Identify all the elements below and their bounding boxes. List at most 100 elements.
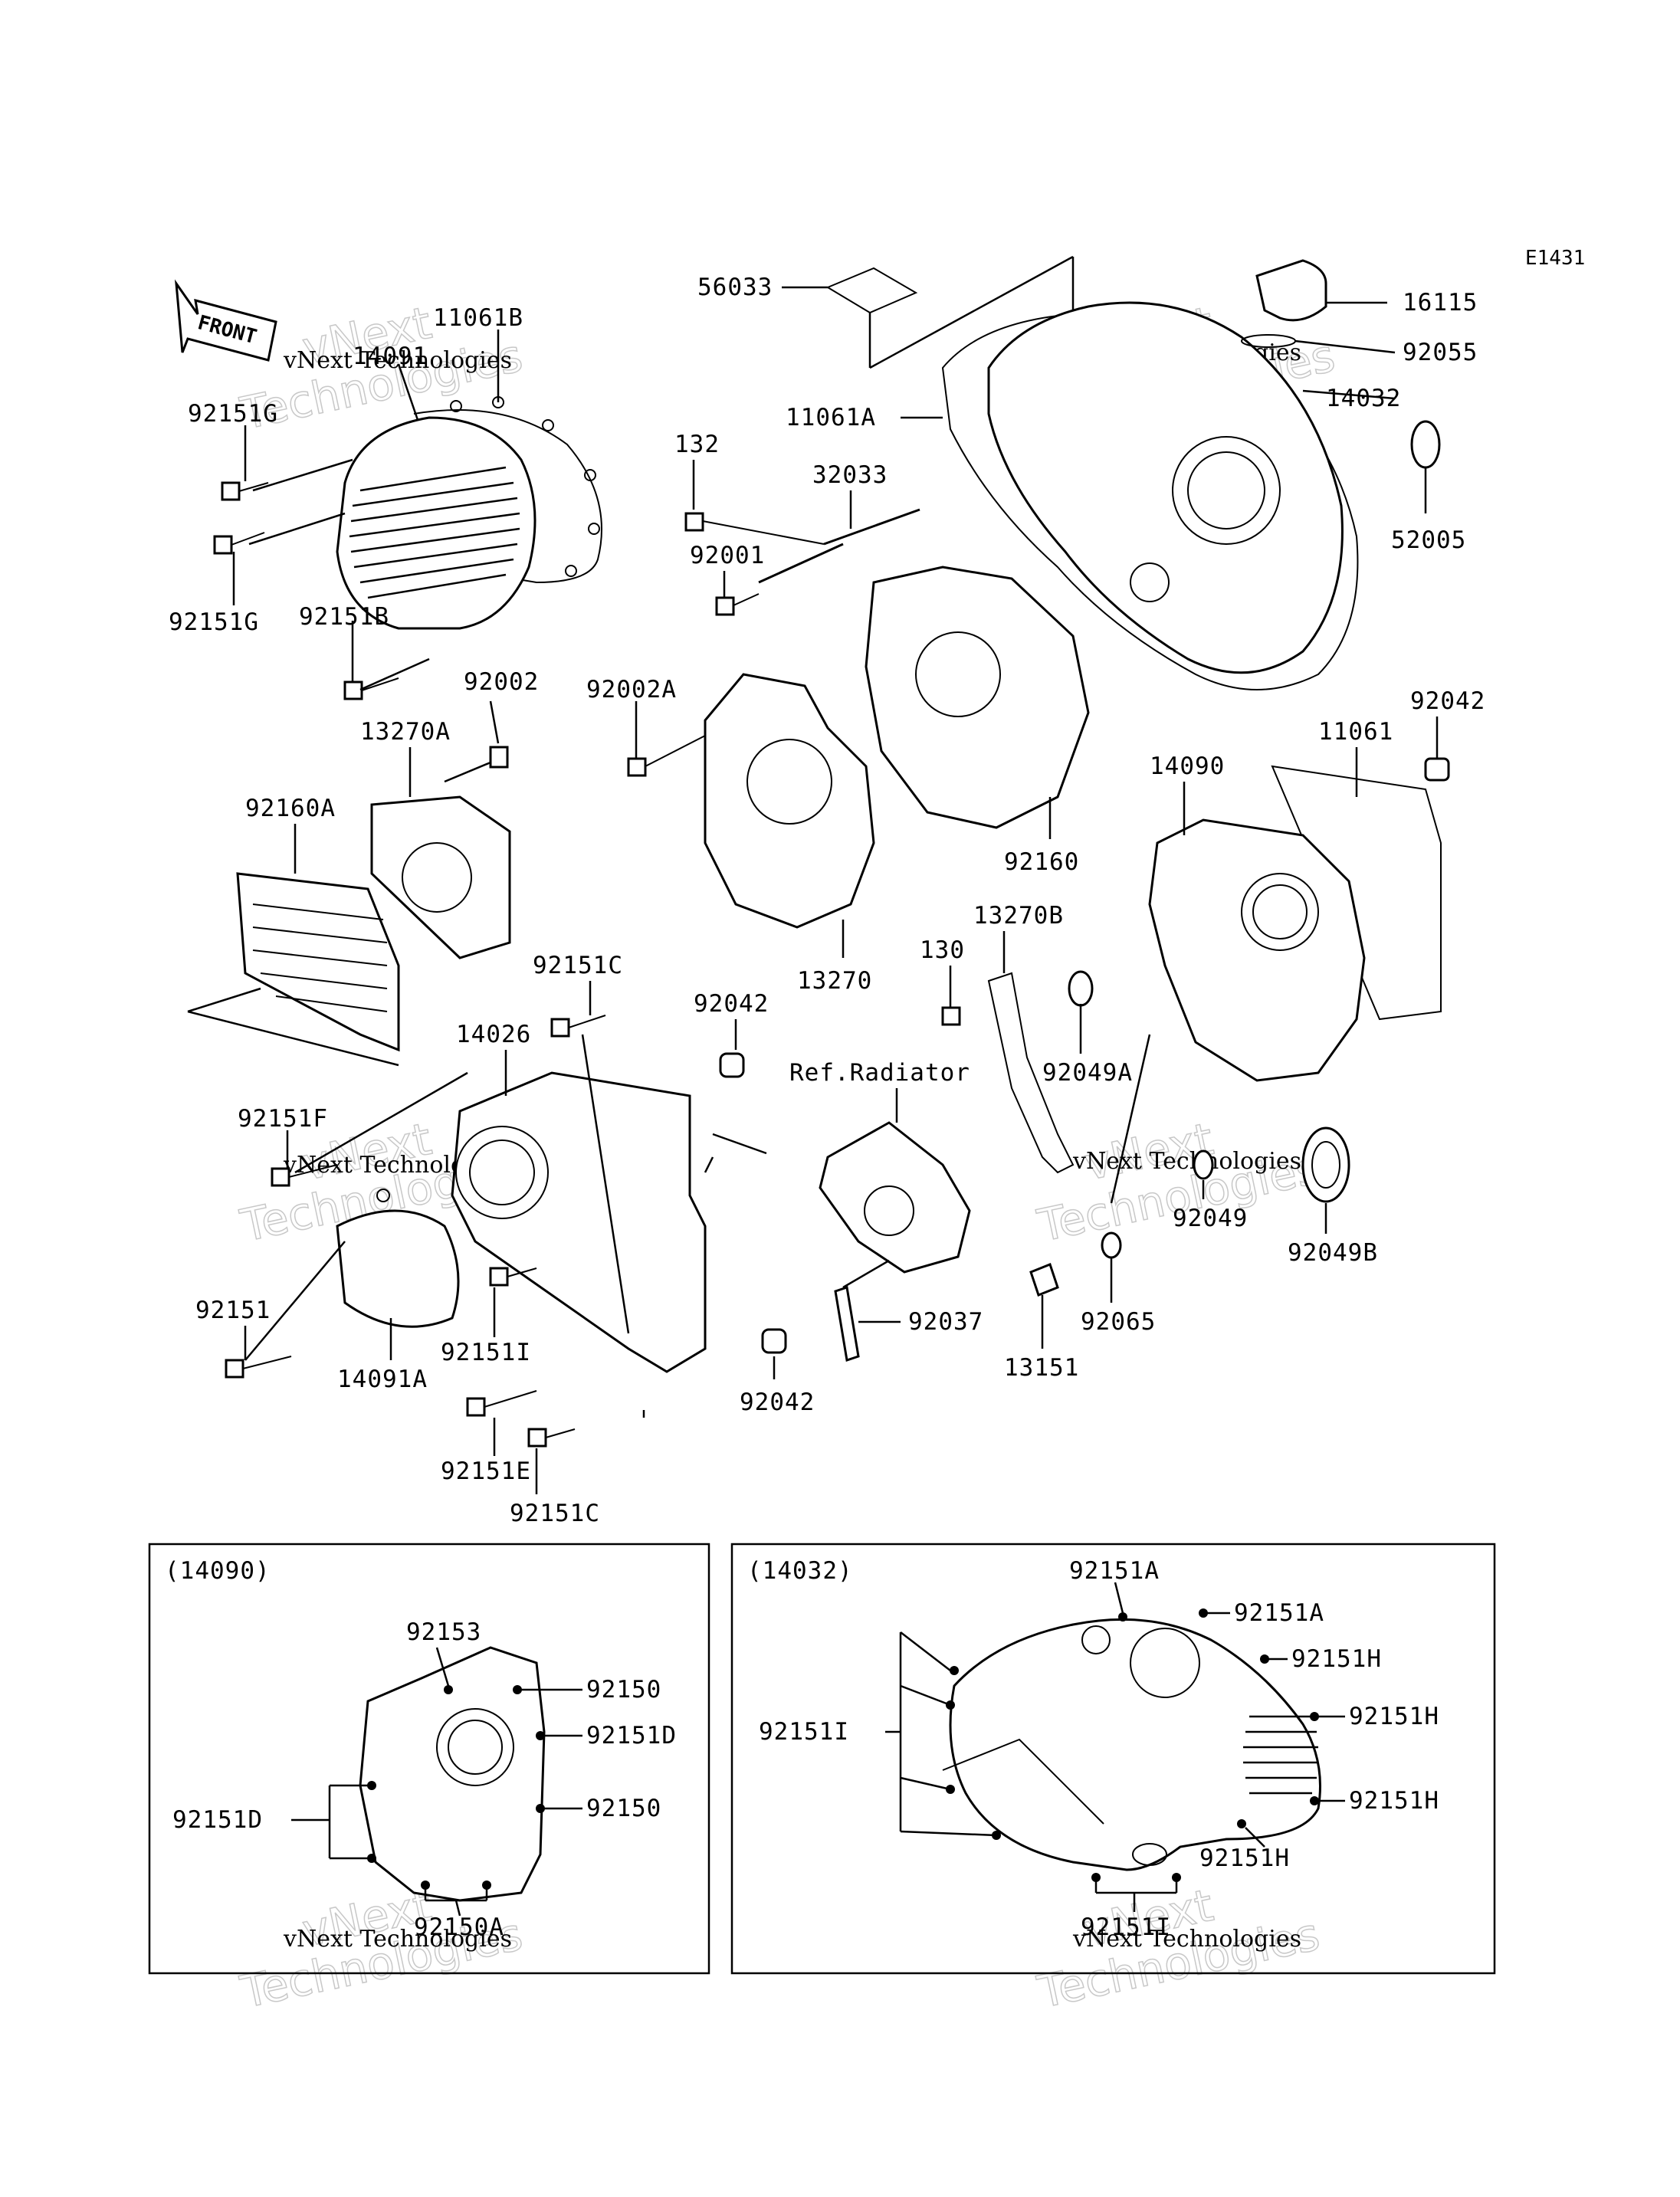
breather-group: 132 32033 92001 [674, 431, 920, 616]
callout-92160: 92160 [1004, 848, 1079, 876]
callout-92042-bot: 92042 [740, 1389, 815, 1416]
callout-32033: 32033 [812, 461, 888, 489]
washer-92065 [1101, 1231, 1122, 1259]
inset-label-92151a-right: 92151A [1234, 1599, 1324, 1627]
cover-13270 [704, 673, 875, 929]
pipe-92037 [834, 1286, 860, 1362]
callout-92049a: 92049A [1042, 1059, 1133, 1087]
stator-cover-group: 11061B 14091 92151G 92151G 92151B [169, 304, 602, 700]
bolt-92002a [627, 757, 647, 777]
cover-92160a [236, 872, 400, 1052]
bolt-92151i [489, 1267, 509, 1287]
seal-92049 [1193, 1149, 1214, 1180]
bolt-92001 [715, 596, 735, 616]
label-56033 [825, 267, 918, 314]
watermark-small: vNext Technologies [1072, 1926, 1301, 1953]
inset-cover-14090 [359, 1646, 546, 1902]
cover-14090 [1148, 818, 1366, 1082]
inset-label-92151i-left: 92151I [759, 1718, 849, 1746]
gasket-11061b [413, 409, 602, 584]
sensor-13151 [1029, 1263, 1059, 1297]
inset-label-92151a-top: 92151A [1069, 1557, 1160, 1585]
callout-13151: 13151 [1004, 1354, 1079, 1382]
callout-92042-right: 92042 [1410, 687, 1485, 715]
inner-cover-group: 92002A 13270 92160 [586, 566, 1090, 995]
inset-label-92150-top: 92150 [586, 1676, 661, 1703]
inset-label-92150a: 92150A [414, 1913, 504, 1941]
callout-92151i: 92151I [441, 1339, 531, 1366]
bolt-92151f [271, 1167, 290, 1187]
bolt-92151c-top [550, 1018, 570, 1038]
cover-14032 [987, 301, 1344, 674]
callout-14090: 14090 [1150, 753, 1225, 780]
generator-cover-group: 92042 11061 14090 13270B 130 92049A 9204… [920, 687, 1485, 1382]
callout-14091: 14091 [353, 343, 428, 370]
callout-13270: 13270 [797, 967, 872, 995]
callout-92037: 92037 [908, 1308, 983, 1336]
callout-92151b: 92151B [299, 603, 389, 631]
callout-92002a: 92002A [586, 676, 677, 703]
inset-label-92150-mid: 92150 [586, 1795, 661, 1822]
seal-52005 [1410, 420, 1441, 469]
seal-92049a [1068, 970, 1094, 1007]
bolt-130 [941, 1006, 961, 1026]
callout-13270a: 13270A [360, 718, 451, 746]
inset-label-92151h-1: 92151H [1291, 1645, 1382, 1673]
callout-92002: 92002 [464, 668, 539, 696]
callout-11061b: 11061B [433, 304, 523, 332]
callout-92065: 92065 [1081, 1308, 1156, 1336]
callout-56033: 56033 [697, 274, 773, 301]
inset-14032-frame [730, 1543, 1496, 1975]
dowel-92042-mid [719, 1052, 745, 1078]
callout-92151g-bot: 92151G [169, 608, 259, 636]
callout-92160a: 92160A [245, 795, 336, 822]
cover-13270a [370, 795, 511, 959]
dowel-92002 [489, 746, 509, 769]
callout-92151g-top: 92151G [188, 400, 278, 428]
callout-14026: 14026 [456, 1021, 531, 1048]
ref-note: Ref.Radiator [789, 1059, 970, 1087]
inset-14090-frame [148, 1543, 710, 1975]
bolt-132 [684, 512, 704, 532]
inset-14090: (14090) 92153 92150 92151D 92150 92151 [148, 1543, 710, 1975]
clutch-cover-group: 56033 16115 92055 14032 52005 11061A [697, 255, 1478, 690]
water-pump-group: 92042 92042 Ref.Radiator 92037 [694, 990, 983, 1416]
inset-cover-14032 [949, 1618, 1321, 1871]
diagram-code: E1431 [1525, 247, 1585, 270]
bolt-92151b [343, 677, 399, 700]
callout-92151c-bot: 92151C [510, 1500, 600, 1527]
cover-14091a [336, 1209, 460, 1328]
inset-label-92151d-right: 92151D [586, 1722, 677, 1749]
dowel-92042-right [1424, 757, 1450, 782]
callout-14091a: 14091A [337, 1366, 428, 1393]
callout-92049: 92049 [1173, 1205, 1248, 1232]
seal-92049b [1301, 1126, 1350, 1203]
inset-label-92151i-bot: 92151I [1081, 1913, 1171, 1941]
callout-132: 132 [674, 431, 720, 458]
callout-14032: 14032 [1326, 385, 1401, 412]
bolt-92151 [225, 1359, 244, 1379]
callout-130: 130 [920, 936, 965, 964]
callout-92001: 92001 [690, 542, 765, 569]
inset-14032: (14090) (14032) [730, 1543, 1496, 1975]
callout-13270b: 13270B [973, 902, 1064, 930]
watermark-small: vNext Technologies [283, 1926, 512, 1953]
sprocket-cover-group: 92151C 14026 92151F 92151 14091A 92151I … [195, 952, 767, 1527]
callout-92049b: 92049B [1288, 1239, 1378, 1267]
inset-label-92151h-3: 92151H [1349, 1787, 1439, 1815]
watermark-small: vNext Technologies [283, 347, 512, 374]
callout-16115: 16115 [1403, 289, 1478, 316]
cover-14091 [336, 416, 536, 630]
inset-14032-title: (14032) [747, 1557, 853, 1585]
left-cover-group: 92002 13270A 92160A [187, 668, 539, 1067]
cover-92160 [865, 566, 1090, 829]
callout-11061: 11061 [1318, 718, 1393, 746]
cap-16115 [1255, 259, 1327, 322]
watermark-small: vNext Technologies [1072, 1148, 1301, 1175]
bolt-92151e [466, 1397, 486, 1417]
callout-52005: 52005 [1391, 526, 1466, 554]
inset-label-92151d-left: 92151D [172, 1806, 263, 1834]
front-arrow: FRONT [175, 279, 277, 362]
inset-label-92151h-2: 92151H [1349, 1703, 1439, 1730]
cover-14026 [451, 1071, 707, 1373]
